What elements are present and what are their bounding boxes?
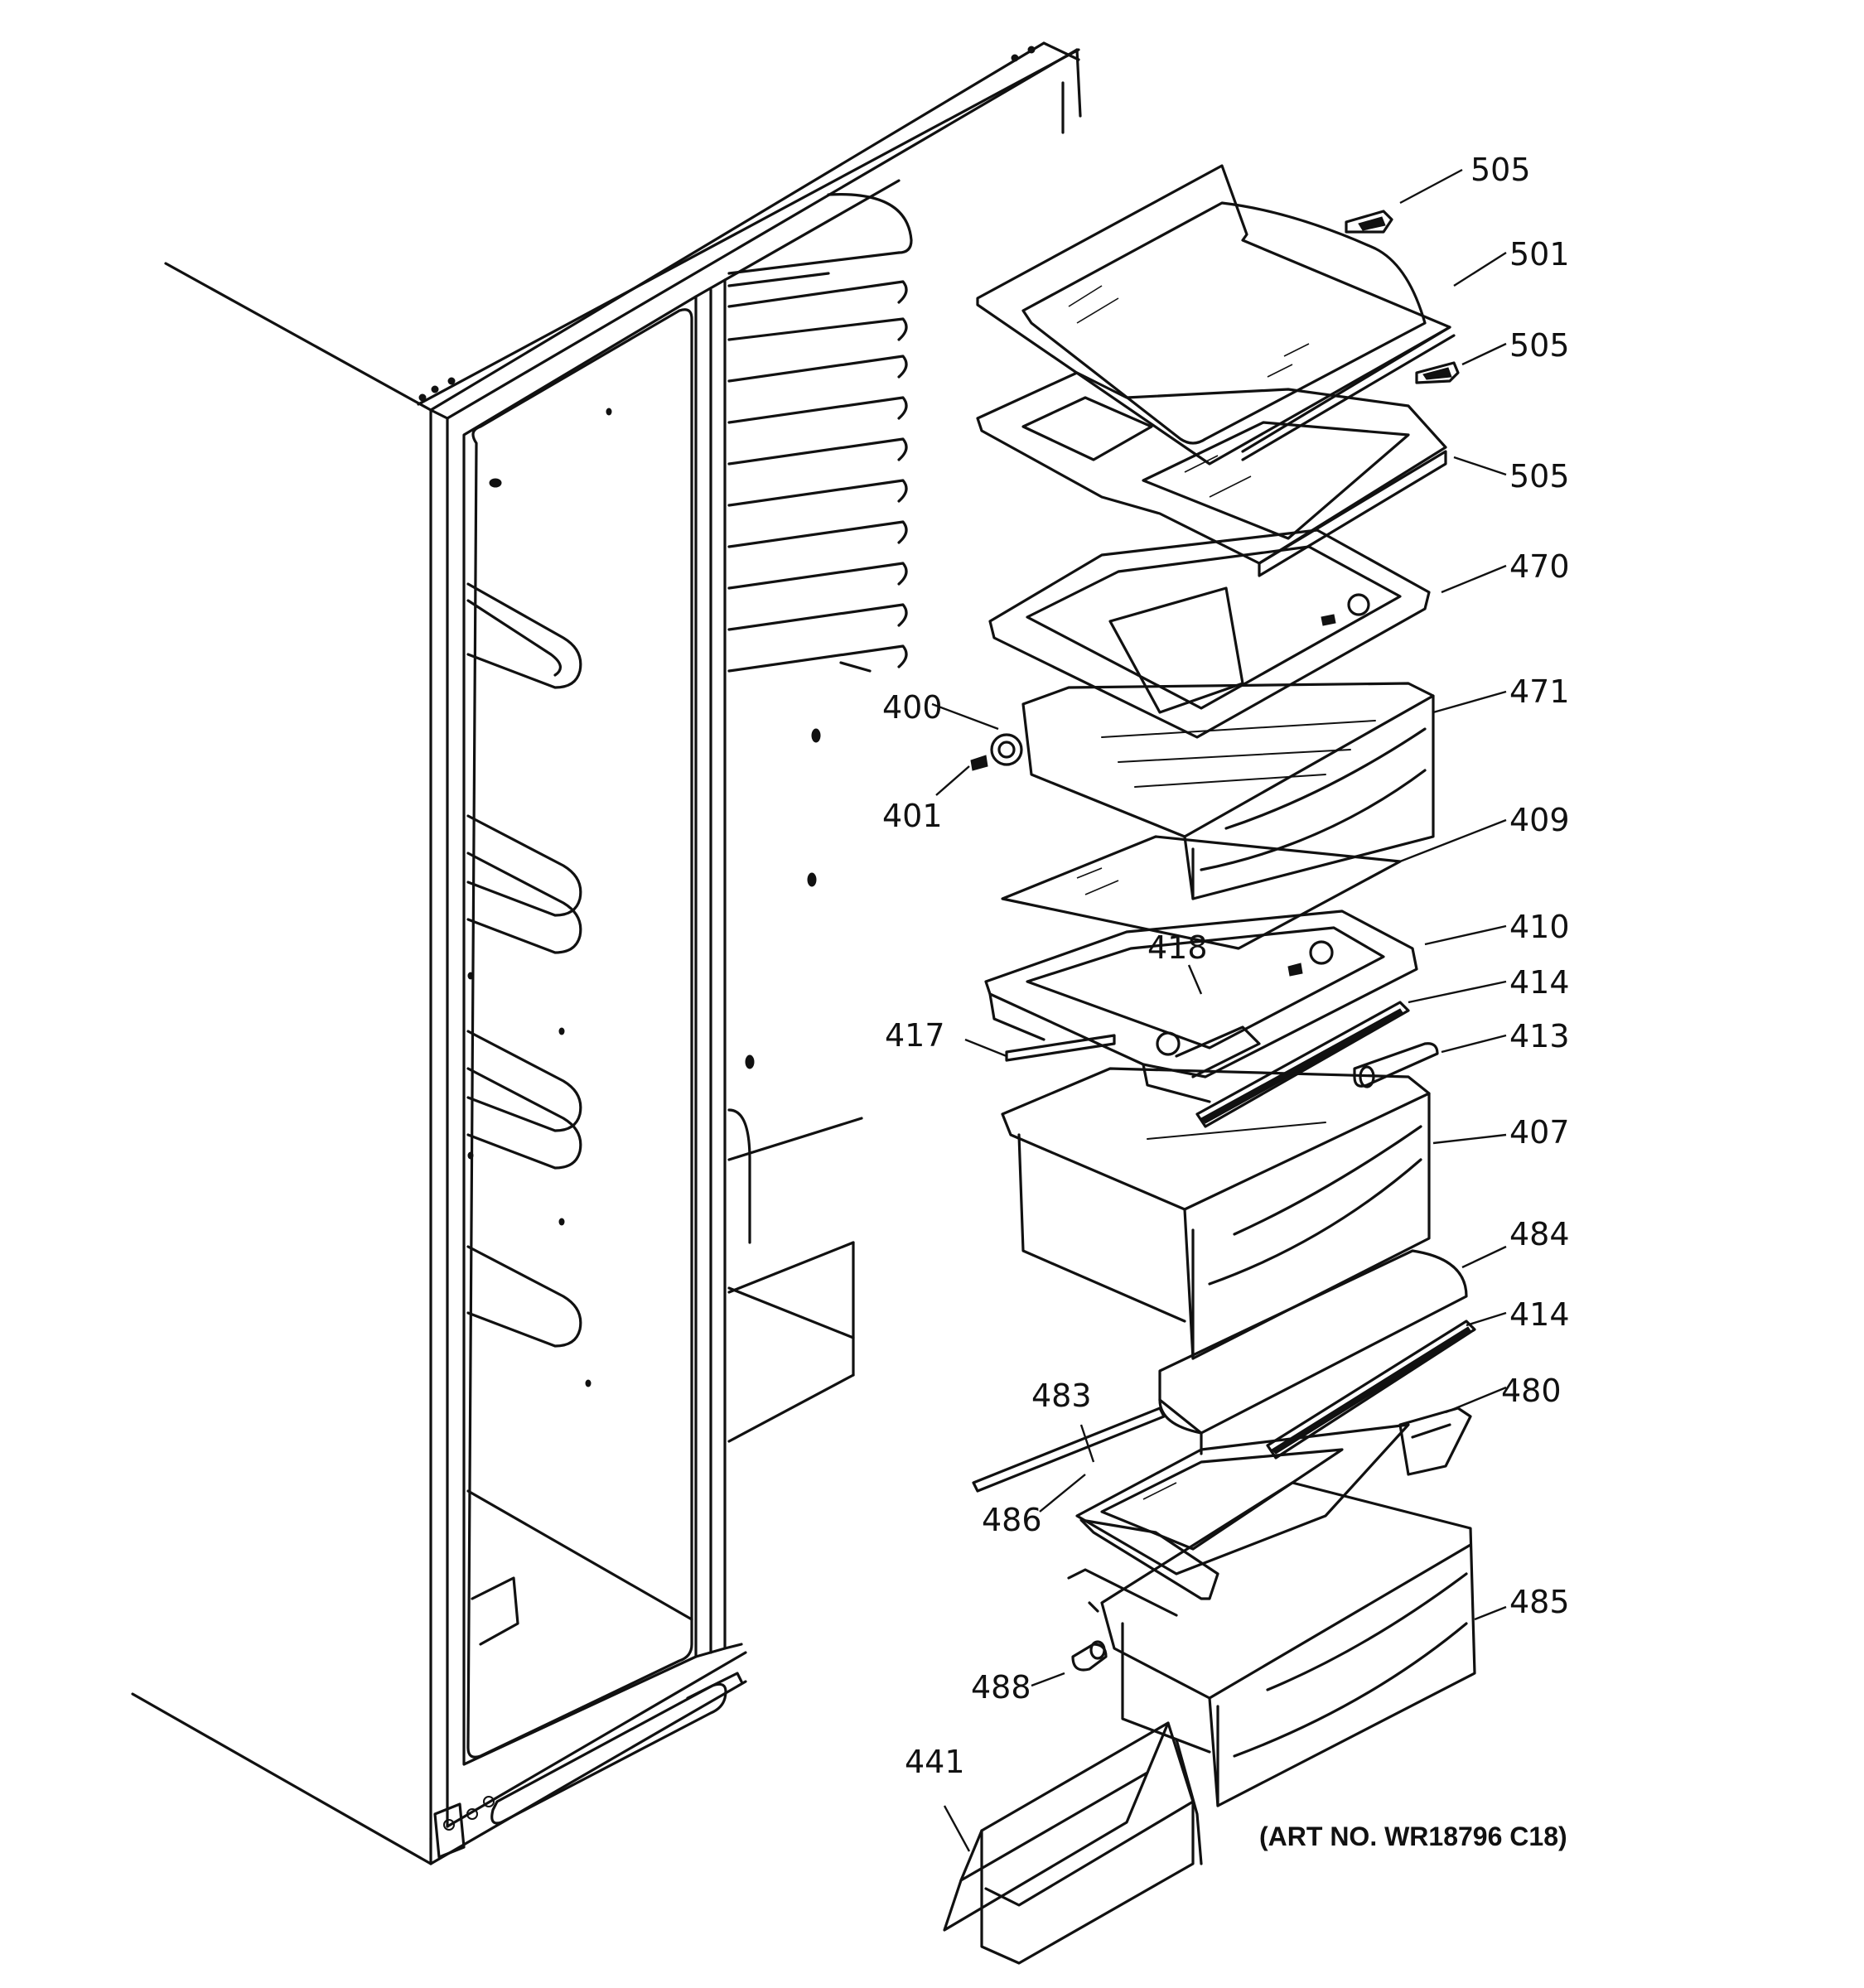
refrigerator-cabinet [131, 41, 1082, 1865]
callout-505-low: 505 [1509, 458, 1570, 495]
part-441-bin [943, 1721, 1203, 1965]
callout-414-upper: 414 [1509, 964, 1570, 1001]
part-407-drawer [1001, 1067, 1431, 1360]
callout-470: 470 [1509, 548, 1570, 585]
callout-484: 484 [1509, 1216, 1570, 1252]
callout-505-mid: 505 [1509, 327, 1570, 364]
part-471-drawer [970, 682, 1435, 900]
part-501-glass-shelf [976, 164, 1456, 466]
callout-471: 471 [1509, 673, 1570, 710]
part-485-drawer [1067, 1481, 1476, 1807]
part-488-roller [1071, 1601, 1108, 1672]
callout-413: 413 [1509, 1018, 1570, 1054]
part-413-rod [1353, 1042, 1439, 1088]
callout-488: 488 [971, 1669, 1031, 1706]
callout-501: 501 [1509, 236, 1570, 273]
callout-407: 407 [1509, 1114, 1570, 1151]
part-480-bracket [1398, 1407, 1472, 1476]
callout-505-top: 505 [1470, 152, 1531, 188]
part-483-rod [972, 1407, 1166, 1493]
left-shelf-rails [466, 582, 582, 1348]
freezer-rails [727, 193, 913, 673]
callout-486: 486 [982, 1502, 1042, 1538]
callout-483: 483 [1031, 1378, 1092, 1414]
callout-485: 485 [1509, 1584, 1570, 1620]
part-410-frame [984, 910, 1418, 1103]
callout-labels: 505 501 505 505 470 400 471 401 409 410 … [882, 152, 1570, 1851]
callout-401: 401 [882, 798, 943, 834]
part-414-upper-rail [1195, 1001, 1410, 1128]
callout-414-lower: 414 [1509, 1296, 1570, 1333]
part-417-rod [1005, 1034, 1116, 1062]
leader-lines [931, 168, 1507, 1852]
callout-418: 418 [1147, 929, 1208, 966]
callout-410: 410 [1509, 909, 1570, 945]
callout-409: 409 [1509, 802, 1570, 838]
part-414-lower-rail [1266, 1320, 1476, 1460]
callout-441: 441 [905, 1744, 965, 1780]
callout-417: 417 [885, 1017, 945, 1054]
art-number: (ART NO. WR18796 C18) [1259, 1822, 1567, 1851]
part-505-clips [1345, 210, 1460, 384]
part-470-pan-frame [988, 528, 1431, 739]
callout-480: 480 [1501, 1373, 1562, 1409]
callout-400: 400 [882, 689, 943, 726]
part-505-shelf-lower [976, 371, 1447, 577]
